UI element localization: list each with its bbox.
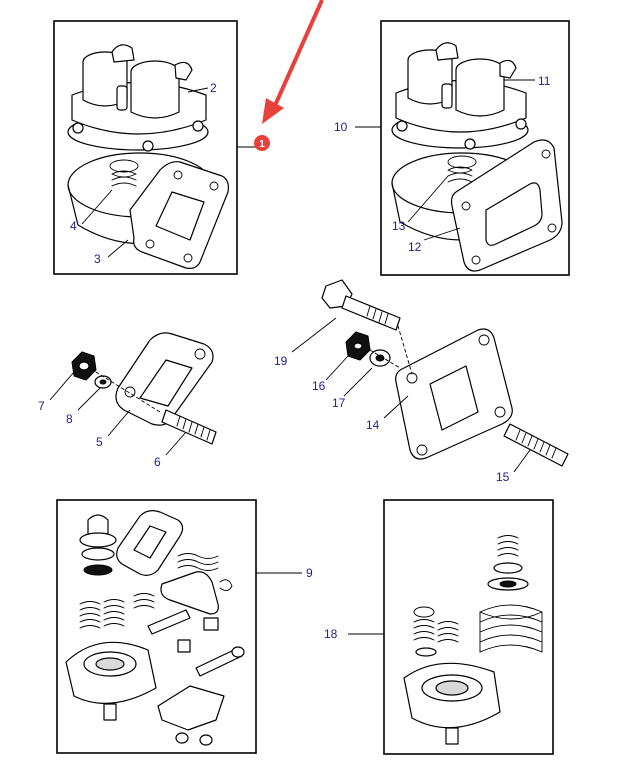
callout-16: 16 [312, 379, 326, 393]
callout-2: 2 [210, 81, 217, 95]
callout-4: 4 [70, 219, 77, 233]
callout-13: 13 [392, 219, 406, 233]
callout-9: 9 [306, 566, 313, 580]
callout-17: 17 [332, 396, 346, 410]
bolt-shank [341, 295, 401, 331]
callout-6: 6 [154, 455, 161, 469]
panel-frame [383, 499, 554, 755]
callout-19: 19 [274, 354, 288, 368]
mounting-parts-left: 7 8 5 6 [38, 332, 217, 469]
callout-7: 7 [38, 399, 45, 413]
pump-assembly-left-panel: 2 4 3 [53, 20, 257, 275]
callout-8: 8 [66, 412, 73, 426]
callout-15: 15 [496, 470, 510, 484]
diaphragm-kit-right-panel: 18 [324, 499, 554, 755]
pump-body-right [391, 42, 563, 272]
pump-assembly-right-panel: 11 10 13 12 [334, 20, 570, 276]
callout-14: 14 [366, 418, 380, 432]
stud [161, 409, 217, 445]
pump-body-left [67, 44, 229, 269]
panel-frame [56, 499, 257, 754]
callout-5: 5 [96, 435, 103, 449]
callout-3: 3 [94, 252, 101, 266]
callout-12: 12 [408, 240, 422, 254]
callout-18: 18 [324, 627, 338, 641]
panel-frame [53, 20, 238, 275]
marker-badge [254, 135, 270, 151]
callout-10: 10 [334, 120, 348, 134]
marker-badge-label: 1 [259, 139, 265, 150]
panel-frame [380, 20, 570, 276]
callout-11: 11 [538, 74, 551, 88]
repair-kit-left-panel: 9 [56, 499, 313, 754]
mounting-parts-right: 19 16 17 14 15 [274, 279, 569, 484]
highlight-arrow: 1 [254, 0, 324, 151]
